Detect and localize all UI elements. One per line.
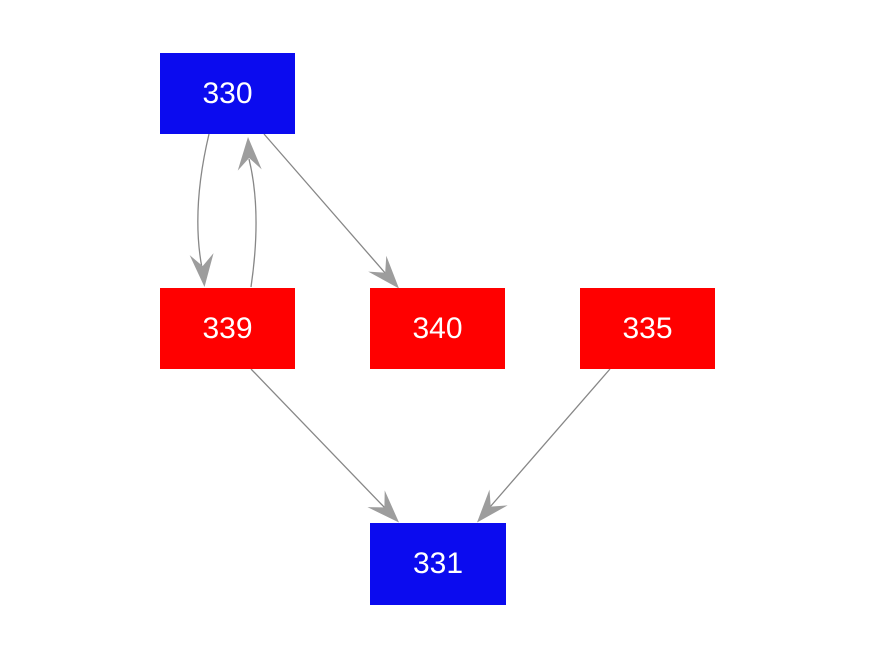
graph-node-331[interactable]: 331 [370,523,506,605]
graph-node-330[interactable]: 330 [160,53,295,134]
node-label: 339 [202,311,253,345]
edge-330-to-339 [197,133,210,269]
edge-339-to-330 [248,158,257,288]
edge-arrowhead [367,490,399,523]
edge-arrowhead [189,253,214,287]
edge-335-to-331 [489,368,611,508]
node-label: 330 [202,76,253,110]
node-label: 340 [412,311,463,345]
graph-node-335[interactable]: 335 [580,288,715,369]
graph-node-340[interactable]: 340 [370,288,505,369]
edge-arrowhead [477,489,508,523]
edge-339-to-331 [250,368,386,509]
edge-arrowhead [368,255,399,289]
node-label: 331 [412,547,464,580]
node-label: 335 [622,311,673,345]
edge-arrowhead [237,137,262,171]
graph-node-339[interactable]: 339 [160,288,295,369]
edge-330-to-340 [263,133,387,275]
